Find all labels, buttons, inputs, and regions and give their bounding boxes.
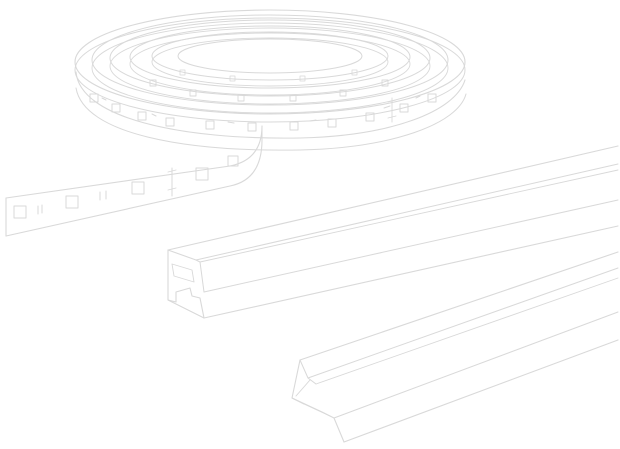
angled-aluminum-profile-icon — [291, 251, 619, 443]
square-aluminum-profile-icon — [167, 145, 619, 319]
led-strip-reel-icon — [5, 9, 467, 237]
